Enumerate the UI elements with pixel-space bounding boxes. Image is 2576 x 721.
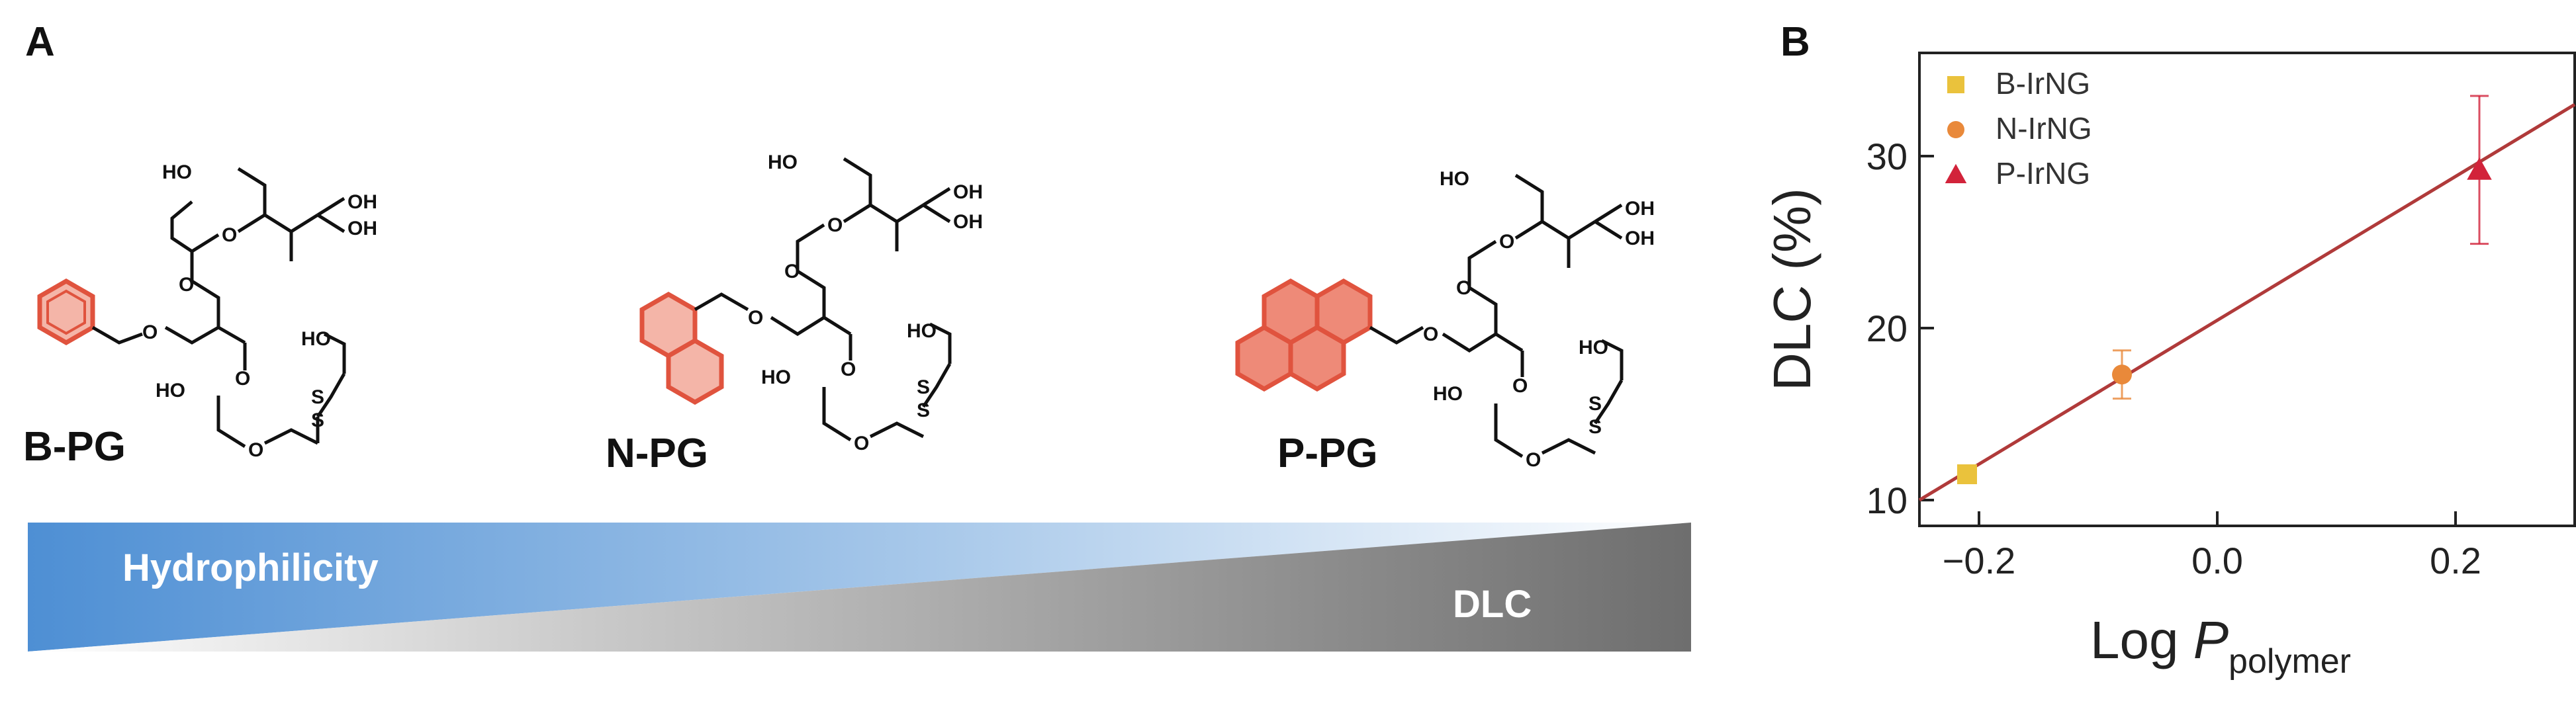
atom-oh: OH (1625, 198, 1655, 220)
atom-o: O (235, 368, 250, 390)
pyrene-ring (1288, 324, 1346, 392)
atom-s: S (917, 376, 930, 398)
y-tick-label: 30 (1866, 136, 1908, 177)
panel-a-structures: O O O O HO OH OH HO HO O S S O O O O HO … (28, 151, 1691, 652)
atom-ho: HO (156, 380, 185, 402)
structure-b-pg (37, 167, 346, 448)
atom-s: S (917, 400, 930, 421)
x-tick-label: 0.0 (2191, 540, 2243, 581)
atom-ho: HO (907, 320, 937, 342)
atom-o: O (248, 439, 263, 461)
naphthalene-ring (666, 337, 724, 405)
atom-oh: OH (953, 211, 983, 233)
y-tick-label: 20 (1866, 308, 1908, 349)
legend-label: P-IrNG (1996, 156, 2090, 191)
atom-ho: HO (1433, 383, 1463, 405)
atom-ho: HO (1579, 337, 1608, 359)
structure-name-n-pg: N-PG (606, 431, 708, 476)
y-tick-label: 10 (1866, 480, 1908, 521)
atom-oh: OH (1625, 228, 1655, 249)
x-axis-label-italic: P (2193, 611, 2229, 669)
y-axis-label: DLC (%) (1763, 188, 1821, 391)
dlc-wedge-label: DLC (1453, 583, 1532, 626)
panel-a-label: A (25, 19, 55, 65)
atom-s: S (311, 409, 324, 431)
structure-n-pg (639, 157, 952, 442)
fit-line (1918, 103, 2576, 502)
atom-o: O (784, 261, 800, 282)
data-point-p-irng (2467, 157, 2492, 180)
atom-o: O (1526, 449, 1541, 471)
x-axis-label-main: Log (2090, 611, 2193, 669)
atom-o: O (841, 359, 856, 380)
data-point-b-irng (1957, 464, 1977, 484)
atom-o: O (1423, 323, 1438, 345)
panel-b-label: B (1780, 19, 1810, 65)
atom-o: O (1512, 375, 1528, 397)
atom-oh: OH (953, 181, 983, 203)
x-axis-label-subscript: polymer (2229, 642, 2351, 681)
structure-p-pg (1235, 173, 1624, 458)
structure-p-pg-atoms: O O O O HO OH OH HO HO O S S (1423, 168, 1655, 471)
atom-ho: HO (301, 328, 331, 350)
x-tick-label: −0.2 (1943, 540, 2016, 581)
atom-o: O (827, 214, 843, 236)
atom-o: O (179, 274, 194, 296)
x-axis-label: Log Ppolymer (2090, 611, 2351, 681)
structure-name-p-pg: P-PG (1277, 431, 1378, 476)
structure-name-b-pg: B-PG (23, 424, 126, 470)
data-point-n-irng (2112, 364, 2132, 385)
hydrophilicity-label: Hydrophilicity (122, 546, 379, 589)
atom-s: S (311, 386, 324, 408)
legend-marker-b-irng (1947, 76, 1964, 93)
dlc-wedge (28, 523, 1691, 652)
atom-s: S (1588, 416, 1602, 438)
plot-frame (1918, 52, 2576, 527)
legend-marker-p-irng (1945, 163, 1967, 183)
atom-oh: OH (347, 191, 377, 213)
atom-ho: HO (761, 366, 791, 388)
atom-o: O (142, 321, 158, 343)
atom-s: S (1588, 393, 1602, 415)
structure-n-pg-atoms: O O O O HO OH OH HO HO O S S (748, 151, 983, 454)
atom-o: O (222, 224, 237, 246)
pyrene-ring (1235, 324, 1293, 392)
atom-oh: OH (347, 218, 377, 239)
atom-ho: HO (768, 151, 798, 173)
atom-o: O (1499, 231, 1514, 253)
legend-marker-n-irng (1947, 121, 1964, 138)
legend-label: N-IrNG (1996, 111, 2092, 146)
structure-b-pg-atoms: O O O O HO OH OH HO HO O S S (142, 161, 377, 461)
atom-o: O (854, 433, 869, 454)
atom-o: O (748, 307, 763, 329)
atom-ho: HO (1440, 168, 1469, 190)
dlc-vs-logp-chart: 10 20 30 −0.2 0.0 0.2 DLC (%) Log Ppolymer B-IrN… (1763, 52, 2576, 681)
legend-label: B-IrNG (1996, 66, 2090, 101)
x-tick-label: 0.2 (2430, 540, 2481, 581)
atom-ho: HO (162, 161, 192, 183)
atom-o: O (1456, 277, 1471, 299)
